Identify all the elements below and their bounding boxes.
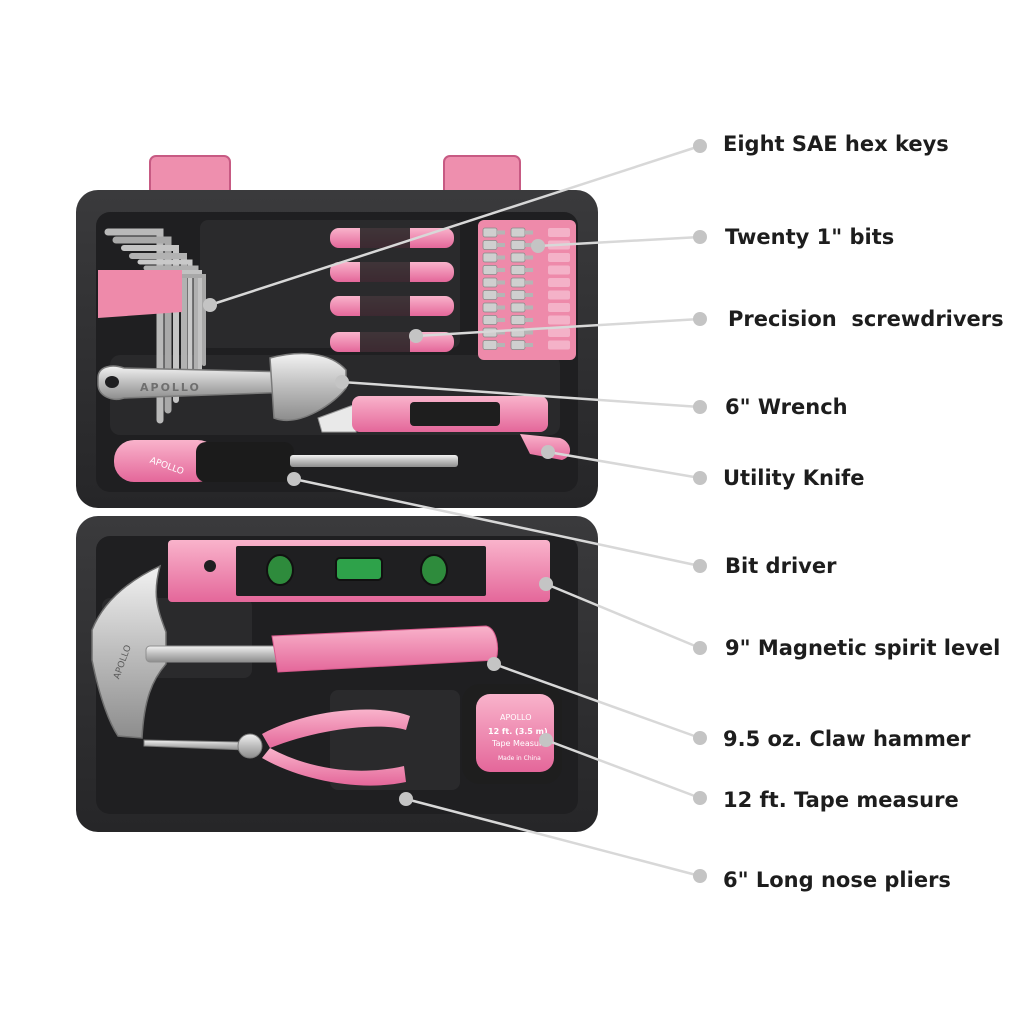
- label-hex-keys: Eight SAE hex keys: [723, 132, 949, 156]
- label-spirit-level: 9" Magnetic spirit level: [725, 636, 1001, 660]
- tape-origin: Made in China: [498, 755, 541, 762]
- leader-hex-keys: [209, 144, 701, 307]
- bit: [482, 240, 505, 250]
- bit-slot: [548, 303, 570, 312]
- spirit-level: [168, 540, 550, 602]
- label-wrench: 6" Wrench: [725, 395, 848, 419]
- bit-driver: APOLLO: [114, 440, 458, 482]
- leader-dot: [541, 445, 555, 459]
- claw-hammer: APOLLO: [91, 564, 499, 739]
- bit-slot: [548, 265, 570, 275]
- precision-screwdriver: [222, 296, 454, 316]
- bit-slot: [548, 253, 570, 262]
- precision-screwdrivers: [222, 228, 454, 352]
- tape-name: Tape Measure: [491, 739, 547, 748]
- leader-dot: [693, 791, 707, 805]
- hex-keys: [98, 228, 206, 424]
- bit-slot: [548, 340, 570, 350]
- leader-dot: [399, 792, 413, 806]
- bit: [482, 340, 505, 350]
- bit: [510, 340, 533, 350]
- leader-tape-measure: [545, 738, 701, 800]
- label-precision-screwdrivers: Precision screwdrivers: [728, 307, 1004, 331]
- leader-utility-knife: [547, 450, 701, 480]
- hex-key-holder: [98, 270, 182, 318]
- bit: [482, 227, 505, 238]
- leader-dot: [693, 869, 707, 883]
- bit-slot: [548, 328, 570, 337]
- callout-leaders: [203, 139, 707, 883]
- leader-claw-hammer: [493, 662, 701, 740]
- bit: [510, 315, 533, 325]
- label-bit-driver: Bit driver: [725, 554, 837, 578]
- label-bits: Twenty 1" bits: [725, 225, 895, 249]
- leader-precision-screwdrivers: [415, 317, 701, 338]
- label-pliers: 6" Long nose pliers: [723, 868, 951, 892]
- bit: [510, 252, 533, 263]
- leader-dot: [693, 731, 707, 745]
- leader-dot: [539, 733, 553, 747]
- label-tape-measure: 12 ft. Tape measure: [723, 788, 959, 812]
- label-utility-knife: Utility Knife: [723, 466, 865, 490]
- leader-dot: [409, 329, 423, 343]
- bit-slot: [548, 278, 570, 287]
- long-nose-pliers: [143, 709, 410, 786]
- leader-dot: [487, 657, 501, 671]
- leader-dot: [539, 577, 553, 591]
- leader-dot: [693, 400, 707, 414]
- bit: [510, 227, 533, 238]
- leader-dot: [531, 239, 545, 253]
- adjustable-wrench: APOLLO: [97, 352, 347, 421]
- bit: [482, 277, 505, 288]
- leader-bit-driver: [293, 477, 701, 568]
- bit: [482, 252, 505, 263]
- label-claw-hammer: 9.5 oz. Claw hammer: [723, 727, 971, 751]
- bit-set: [478, 220, 576, 360]
- wrench-brand: APOLLO: [140, 381, 201, 394]
- precision-screwdriver: [222, 332, 454, 352]
- bit-slot: [548, 228, 570, 237]
- leader-dot: [693, 312, 707, 326]
- bit: [510, 240, 533, 250]
- tape-size: 12 ft. (3.5 m): [488, 727, 548, 736]
- tape-brand: APOLLO: [500, 713, 532, 722]
- leader-dot: [693, 641, 707, 655]
- tape-measure: APOLLO 12 ft. (3.5 m) Tape Measure Made …: [462, 684, 562, 784]
- bit: [482, 290, 505, 300]
- leader-bits: [537, 235, 701, 248]
- leader-dot: [335, 375, 349, 389]
- leader-spirit-level: [545, 582, 701, 650]
- leader-pliers: [405, 797, 701, 878]
- leader-dot: [693, 471, 707, 485]
- leader-dot: [693, 230, 707, 244]
- bit: [482, 265, 505, 275]
- precision-screwdriver: [222, 262, 454, 282]
- bit: [510, 265, 533, 275]
- bit-slot: [548, 290, 570, 300]
- bit: [510, 277, 533, 288]
- bit-slot: [548, 315, 570, 325]
- bit: [482, 315, 505, 325]
- bit: [510, 290, 533, 300]
- leader-wrench: [341, 380, 701, 409]
- bit: [510, 302, 533, 313]
- leader-dot: [693, 559, 707, 573]
- leader-dot: [203, 298, 217, 312]
- leader-dot: [287, 472, 301, 486]
- leader-dot: [693, 139, 707, 153]
- bit: [482, 302, 505, 313]
